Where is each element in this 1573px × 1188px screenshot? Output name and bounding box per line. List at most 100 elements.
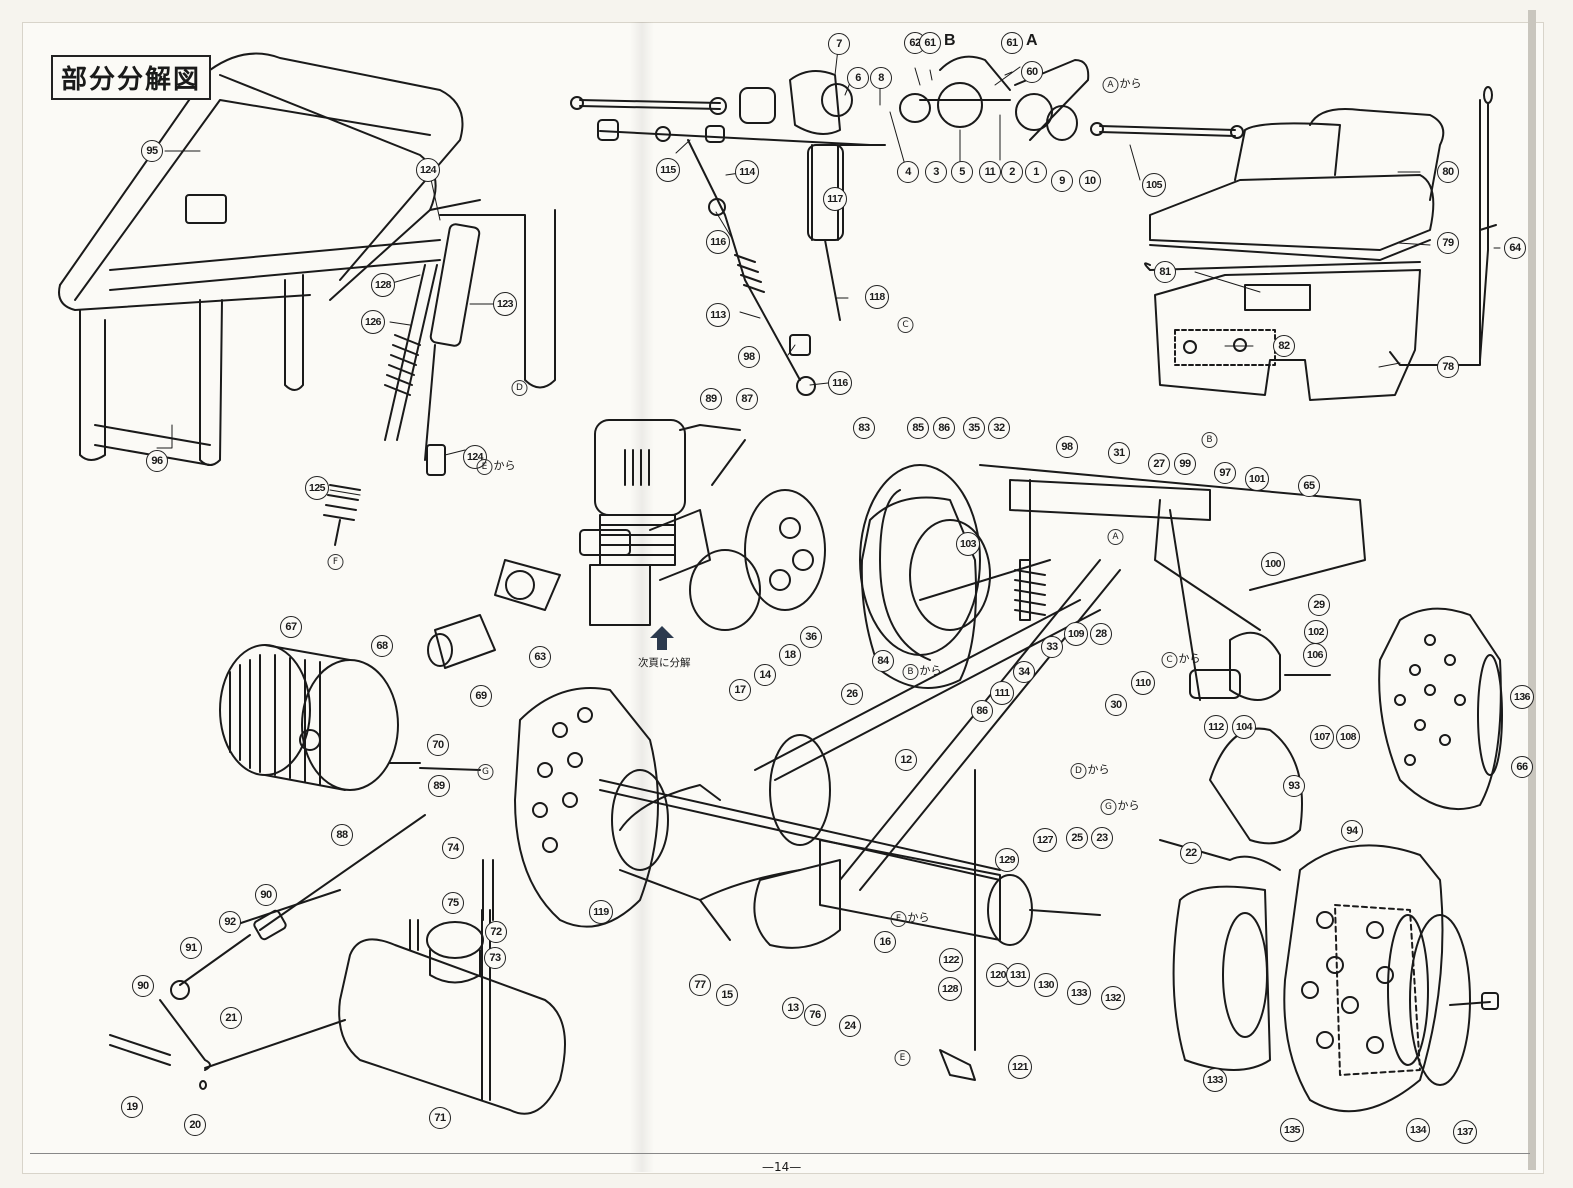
part-callout-137: 137 bbox=[1453, 1120, 1477, 1144]
part-number: 87 bbox=[741, 393, 753, 405]
part-callout-130: 130 bbox=[1034, 973, 1058, 997]
part-callout-10: 10 bbox=[1079, 170, 1101, 192]
part-callout-74: 74 bbox=[442, 837, 464, 859]
part-number: 14 bbox=[759, 669, 771, 681]
part-callout-103: 103 bbox=[956, 532, 980, 556]
part-callout-95: 95 bbox=[141, 140, 163, 162]
connection-ref-B: B bbox=[1201, 432, 1219, 448]
part-number: 80 bbox=[1442, 166, 1454, 178]
part-callout-131: 131 bbox=[1006, 963, 1030, 987]
part-callout-121: 121 bbox=[1008, 1055, 1032, 1079]
part-number: 93 bbox=[1288, 780, 1300, 792]
part-number: 133 bbox=[1206, 1074, 1224, 1086]
part-callout-85: 85 bbox=[907, 417, 929, 439]
part-callout-93: 93 bbox=[1283, 775, 1305, 797]
part-number: 129 bbox=[998, 854, 1016, 866]
part-number: 3 bbox=[933, 166, 939, 178]
driver-seat-drawing bbox=[1144, 86, 1497, 401]
part-callout-9: 9 bbox=[1051, 170, 1073, 192]
chassis-frame-drawing bbox=[754, 464, 1366, 891]
connection-ref-E: E bbox=[894, 1050, 912, 1066]
part-number: 101 bbox=[1248, 473, 1266, 485]
part-callout-115: 115 bbox=[656, 158, 680, 182]
part-number: 11 bbox=[984, 166, 996, 178]
part-number: 106 bbox=[1306, 649, 1324, 661]
rear-axle-drawing bbox=[599, 734, 1101, 1081]
throttle-linkage-drawing bbox=[109, 814, 426, 1090]
part-callout-2: 2 bbox=[1001, 161, 1023, 183]
part-callout-8: 8 bbox=[870, 67, 892, 89]
part-callout-64: 64 bbox=[1504, 237, 1526, 259]
part-number: 127 bbox=[1036, 834, 1054, 846]
part-number: 98 bbox=[1061, 441, 1073, 453]
part-callout-120: 120 bbox=[986, 963, 1010, 987]
front-right-tire-drawing bbox=[1378, 607, 1503, 811]
part-number: 2 bbox=[1009, 166, 1015, 178]
part-callout-129: 129 bbox=[995, 848, 1019, 872]
part-number: 74 bbox=[447, 842, 459, 854]
next-page-note: 次頁に分解 bbox=[638, 657, 691, 669]
part-number: 36 bbox=[805, 631, 817, 643]
ref-letter: F bbox=[327, 554, 344, 570]
part-callout-25: 25 bbox=[1066, 827, 1088, 849]
part-number: 60 bbox=[1026, 66, 1038, 78]
part-callout-132: 132 bbox=[1101, 986, 1125, 1010]
part-number: 133 bbox=[1070, 987, 1088, 999]
part-callout-30: 30 bbox=[1105, 694, 1127, 716]
part-callout-136: 136 bbox=[1510, 685, 1534, 709]
part-number: 136 bbox=[1513, 691, 1531, 703]
ref-letter: E bbox=[476, 459, 493, 475]
part-number: 108 bbox=[1339, 731, 1357, 743]
part-callout-109: 109 bbox=[1064, 622, 1088, 646]
connection-ref-C: C bbox=[897, 317, 915, 333]
part-number: 126 bbox=[364, 316, 382, 328]
part-callout-16: 16 bbox=[874, 931, 896, 953]
next-page-arrow-stem bbox=[657, 638, 667, 650]
part-number: 128 bbox=[941, 983, 959, 995]
part-number: 31 bbox=[1113, 447, 1125, 459]
ref-letter: F bbox=[890, 911, 907, 927]
part-callout-96: 96 bbox=[146, 450, 168, 472]
part-number: 116 bbox=[832, 377, 848, 389]
part-number: 95 bbox=[146, 145, 158, 157]
ref-letter: A bbox=[1107, 529, 1124, 545]
part-number: 69 bbox=[475, 690, 487, 702]
connection-ref-A: A bbox=[1107, 529, 1125, 545]
part-number: 34 bbox=[1018, 666, 1030, 678]
part-callout-84: 84 bbox=[872, 650, 894, 672]
engine-drawing bbox=[427, 419, 826, 669]
part-number: 22 bbox=[1185, 847, 1197, 859]
part-number: 119 bbox=[593, 906, 609, 918]
part-callout-91: 91 bbox=[180, 937, 202, 959]
part-callout-26: 26 bbox=[841, 683, 863, 705]
part-number: 135 bbox=[1283, 1124, 1301, 1136]
part-number: 113 bbox=[710, 309, 726, 321]
part-callout-12: 12 bbox=[895, 749, 917, 771]
part-callout-32: 32 bbox=[988, 417, 1010, 439]
ref-from-text: から bbox=[493, 459, 516, 472]
ref-letter: E bbox=[894, 1050, 911, 1066]
part-number: 10 bbox=[1084, 175, 1096, 187]
footer-rule bbox=[30, 1153, 1530, 1154]
part-number: 21 bbox=[225, 1012, 237, 1024]
part-number: 82 bbox=[1278, 340, 1290, 352]
part-number: 134 bbox=[1409, 1124, 1427, 1136]
part-callout-122: 122 bbox=[939, 948, 963, 972]
part-number: 27 bbox=[1153, 458, 1165, 470]
ref-from-text: から bbox=[1178, 652, 1201, 665]
part-number: 68 bbox=[376, 640, 388, 652]
part-number: 102 bbox=[1307, 626, 1325, 638]
part-number: 90 bbox=[137, 980, 149, 992]
part-number: 132 bbox=[1104, 992, 1122, 1004]
part-callout-7: 7 bbox=[828, 33, 850, 55]
part-number: 96 bbox=[151, 455, 163, 467]
ref-letter: C bbox=[1161, 652, 1178, 668]
part-callout-3: 3 bbox=[925, 161, 947, 183]
part-callout-67: 67 bbox=[280, 616, 302, 638]
part-number: 130 bbox=[1037, 979, 1055, 991]
part-number: 33 bbox=[1046, 641, 1058, 653]
part-callout-128: 128 bbox=[938, 977, 962, 1001]
part-number: 20 bbox=[189, 1119, 201, 1131]
